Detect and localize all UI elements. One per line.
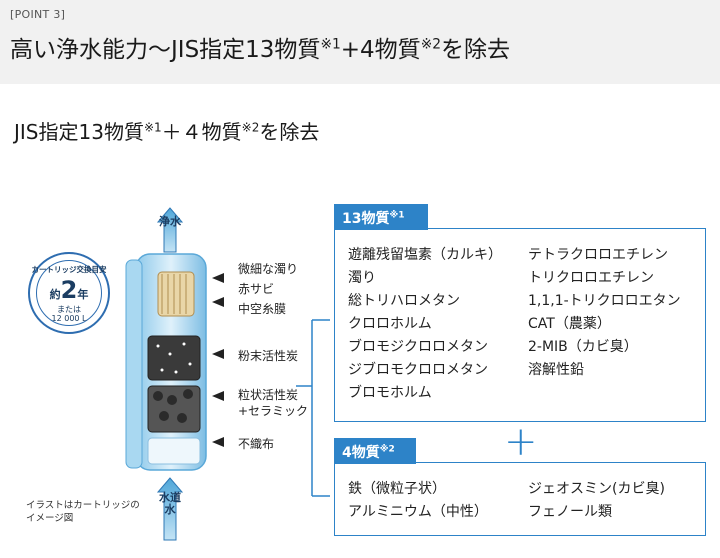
badge-value: 約2年: [30, 276, 108, 304]
title-note: ※2: [420, 36, 442, 53]
plus-sign: +: [504, 419, 538, 465]
layer-hollow-fiber: 中空糸膜: [238, 302, 287, 316]
box-4-label-text: 4物質: [342, 445, 380, 461]
inflow-arrow: [156, 477, 184, 541]
filter-diagram: 浄水 水道水 カートリッジ交換目安 約2年 または 12 000 L 微細な濁り…: [0, 190, 720, 558]
layer-fine-turbidity: 微細な濁り: [238, 262, 299, 276]
list-item: フェノール類: [528, 504, 612, 520]
badge-ring: [36, 260, 102, 326]
subtitle-note: ※2: [241, 120, 260, 135]
badge-unit: 年: [77, 288, 89, 301]
caption-line: イラストはカートリッジの: [26, 500, 140, 511]
box-4-column-1: 鉄（微粒子状） アルミニウム（中性）: [348, 478, 488, 524]
subtitle-note: ※1: [143, 120, 162, 135]
list-item: テトラクロロエチレン: [528, 247, 668, 263]
box-4-note: ※2: [379, 444, 395, 455]
list-item: 総トリハロメタン: [348, 293, 460, 309]
box-13-column-1: 遊離残留塩素（カルキ） 濁り 総トリハロメタン クロロホルム ブロモジクロロメタ…: [348, 244, 502, 405]
header-band: [POINT 3] 高い浄水能力～JIS指定13物質※1+4物質※2を除去: [0, 0, 720, 84]
box-4-column-2: ジェオスミン(カビ臭) フェノール類: [528, 478, 665, 524]
list-item: ブロモジクロロメタン: [348, 339, 488, 355]
list-item: CAT（農薬）: [528, 316, 611, 332]
cartridge-illustration: [125, 207, 330, 541]
badge-liters: 12 000 L: [51, 314, 87, 323]
title-part: を除去: [441, 37, 511, 63]
title-part: +4物質: [340, 37, 421, 63]
title-note: ※1: [320, 36, 341, 53]
title-part: 高い浄水能力～JIS指定13物質: [10, 37, 321, 63]
layer-rust: 赤サビ: [238, 282, 275, 296]
section-title: JIS指定13物質※1＋４物質※2を除去: [14, 116, 319, 145]
layer-powder-carbon: 粉末活性炭: [238, 349, 299, 363]
point-label: [POINT 3]: [10, 8, 66, 21]
illustration-caption: イラストはカートリッジの イメージ図: [26, 500, 140, 526]
box-13-label-text: 13物質: [342, 211, 390, 227]
badge-title: カートリッジ交換目安: [31, 265, 107, 274]
list-item: ジブロモクロロメタン: [348, 362, 488, 378]
box-13-substances: [334, 228, 706, 422]
clean-water-label: 浄水: [159, 215, 181, 228]
box-13-label: 13物質※1: [334, 204, 428, 230]
list-item: 1,1,1-トリクロロエタン: [528, 293, 681, 309]
outflow-arrow: [156, 207, 184, 253]
caption-line: イメージ図: [26, 512, 74, 524]
cartridge-life-badge: カートリッジ交換目安 約2年 または 12 000 L: [28, 252, 110, 334]
box-13-column-2: テトラクロロエチレン トリクロロエチレン 1,1,1-トリクロロエタン CAT（…: [528, 244, 681, 382]
layer-pointers: [212, 273, 224, 447]
list-item: クロロホルム: [348, 316, 432, 332]
subtitle-part: を除去: [259, 120, 320, 144]
list-item: アルミニウム（中性）: [348, 504, 488, 520]
subtitle-part: JIS指定13物質: [14, 120, 144, 144]
list-item: トリクロロエチレン: [528, 270, 654, 286]
list-item: ブロモホルム: [348, 385, 432, 401]
badge-or: または: [57, 305, 81, 314]
page-title: 高い浄水能力～JIS指定13物質※1+4物質※2を除去: [10, 30, 510, 64]
list-item: 鉄（微粒子状）: [348, 481, 446, 497]
box-13-note: ※1: [389, 210, 405, 221]
list-item: 遊離残留塩素（カルキ）: [348, 247, 502, 263]
cartridge-body: [125, 253, 207, 471]
list-item: ジェオスミン(カビ臭): [528, 481, 665, 497]
badge-prefix: 約: [49, 288, 61, 301]
layer-granular-carbon: 粒状活性炭: [238, 388, 299, 402]
connector-lines: [296, 319, 330, 497]
tap-water-label: 水道水: [159, 491, 181, 516]
layer-nonwoven: 不織布: [238, 437, 275, 451]
subtitle-part: ＋４物質: [161, 120, 242, 144]
layer-ceramic: +セラミック: [238, 404, 309, 418]
list-item: 溶解性鉛: [528, 362, 584, 378]
list-item: 2-MIB（カビ臭）: [528, 339, 638, 355]
box-4-label: 4物質※2: [334, 438, 416, 464]
list-item: 濁り: [348, 270, 376, 286]
badge-number: 2: [60, 276, 78, 304]
box-4-substances: [334, 462, 706, 536]
